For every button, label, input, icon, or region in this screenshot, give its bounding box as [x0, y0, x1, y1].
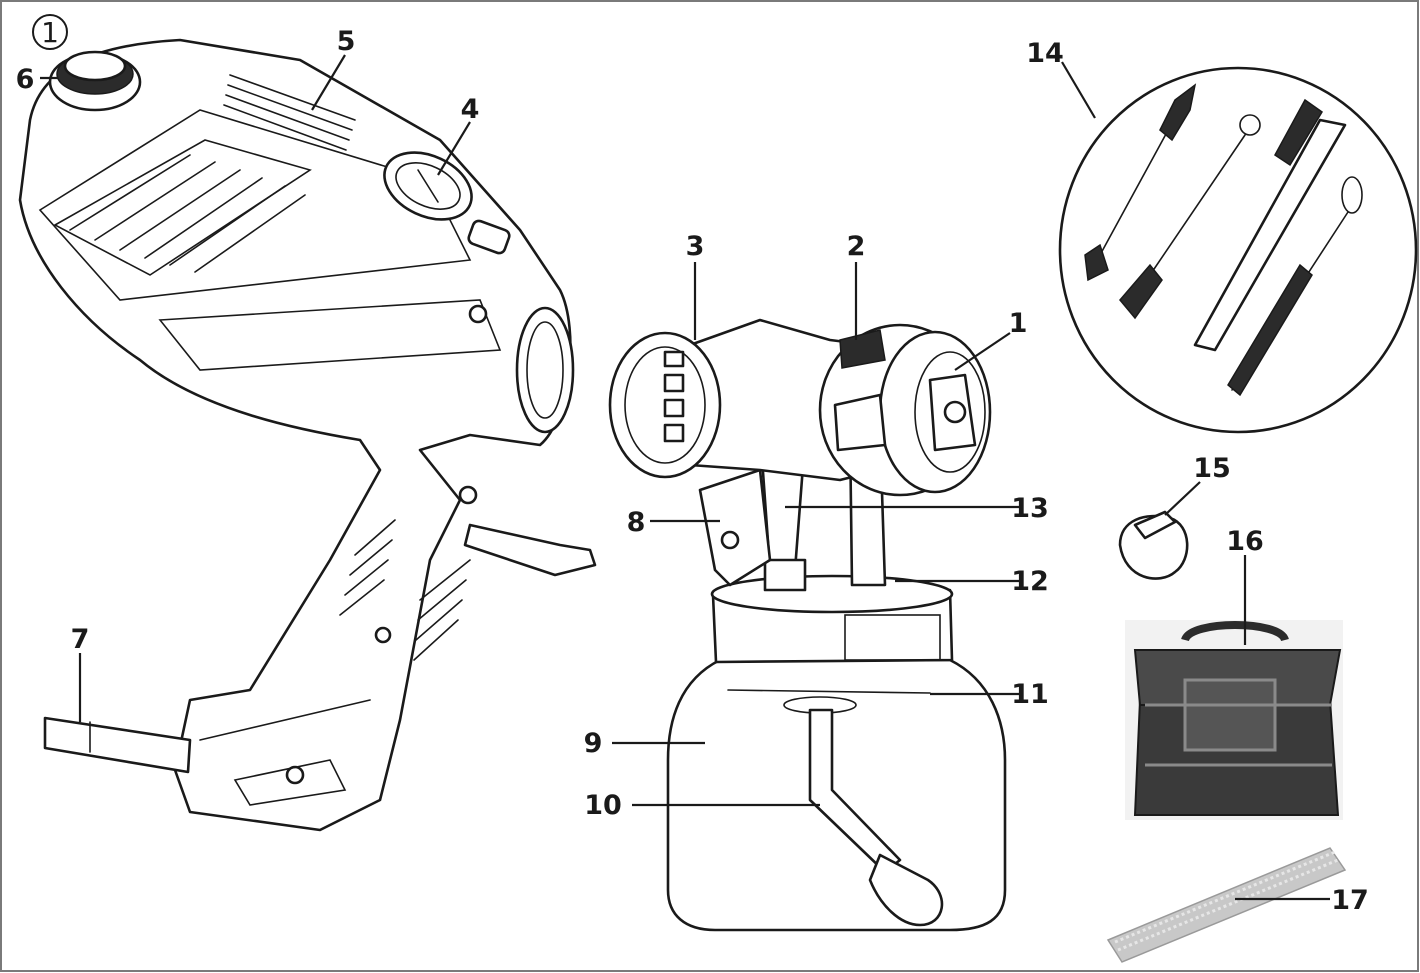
callout-8: 8 [627, 507, 646, 538]
figure-number: 1 [32, 14, 68, 50]
callout-3: 3 [686, 231, 705, 262]
air-outlet [515, 306, 575, 434]
callout-13: 13 [1011, 493, 1049, 524]
callout-9: 9 [584, 728, 603, 759]
on-off-switch [383, 151, 473, 221]
suction-tube [808, 708, 902, 874]
filter-mesh [1106, 847, 1347, 963]
callout-15: 15 [1193, 453, 1231, 484]
callout-10: 10 [584, 790, 622, 821]
spray-attachment-drawing [608, 318, 1007, 932]
callout-16: 16 [1226, 526, 1264, 557]
callout-4: 4 [461, 94, 480, 125]
callout-12: 12 [1011, 566, 1049, 597]
filter-cap [1118, 510, 1189, 580]
callout-11: 11 [1011, 679, 1049, 710]
motor-housing [18, 38, 572, 832]
power-cable [43, 716, 192, 774]
motor-unit-drawing [18, 38, 597, 832]
carrying-bag [1125, 620, 1343, 820]
callout-17: 17 [1331, 885, 1369, 916]
callout-14: 14 [1026, 38, 1064, 69]
callout-labels: 1 2 3 4 5 6 7 8 9 10 11 12 13 14 15 16 1… [16, 26, 1369, 916]
pattern-selector-ring [608, 331, 722, 479]
callout-5: 5 [337, 26, 356, 57]
callout-7: 7 [71, 624, 90, 655]
air-volume-knob [48, 50, 142, 112]
figure-number-text: 1 [41, 16, 59, 49]
callout-6: 6 [16, 64, 35, 95]
locking-lever [698, 468, 772, 587]
leader-lines [40, 54, 1330, 901]
callout-2: 2 [847, 231, 866, 262]
cleaning-brush-set [1058, 66, 1418, 434]
callout-1: 1 [1009, 308, 1028, 339]
nozzle-assembly [818, 323, 992, 497]
tube-filter [868, 853, 944, 927]
